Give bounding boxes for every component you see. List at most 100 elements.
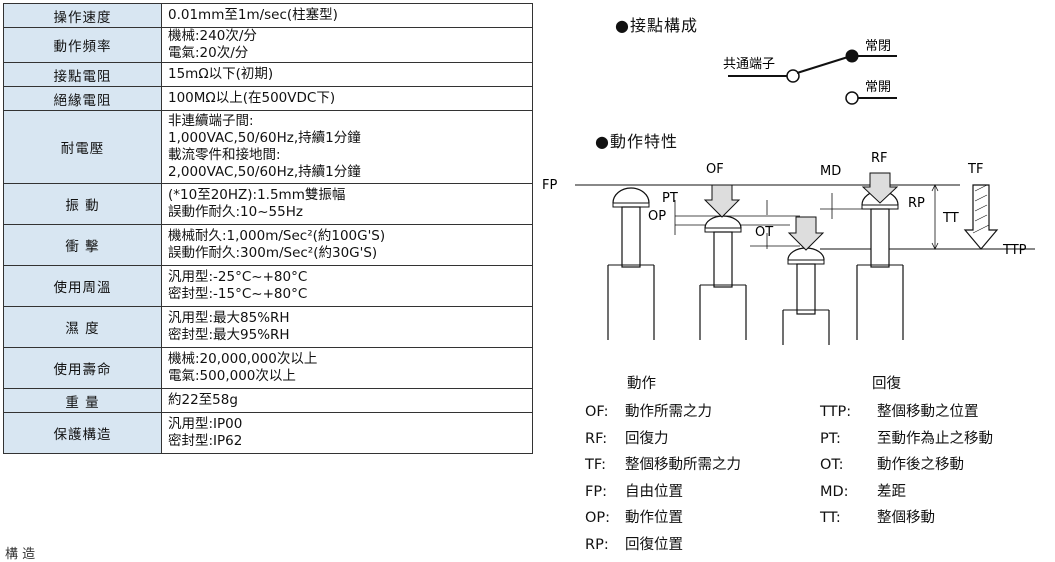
legend-desc: 整個移動所需之力	[625, 457, 741, 473]
spec-row: 衝 擊機械耐久:1,000m/Sec²(約100G'S)誤動作耐久:300m/S…	[3, 224, 533, 266]
spec-value: 100MΩ以上(在500VDC下)	[161, 86, 533, 111]
tt-label: TT	[942, 211, 959, 226]
spec-value-line: 1,000VAC,50/60Hz,持續1分鐘	[168, 130, 361, 146]
spec-value-line: 汎用型:-25°C~+80°C	[168, 269, 308, 285]
spec-value: 15mΩ以下(初期)	[161, 62, 533, 87]
spec-value: (*10至20HZ):1.5mm雙振幅誤動作耐久:10~55Hz	[161, 183, 533, 225]
footer-fragment: 構 造	[5, 547, 36, 562]
spec-row: 耐電壓非連續端子間:1,000VAC,50/60Hz,持續1分鐘載流零件和接地間…	[3, 110, 533, 184]
legend-item: RF:回復力	[585, 427, 669, 448]
pt-label: PT	[662, 191, 678, 206]
spec-label: 操作速度	[3, 3, 162, 28]
legend-desc: 回復力	[625, 430, 669, 447]
common-terminal-label: 共通端子	[723, 57, 775, 72]
spec-value-line: 機械:20,000,000次以上	[168, 351, 318, 367]
rp-label: RP	[908, 196, 925, 211]
legend-desc: 自由位置	[625, 483, 683, 500]
spec-value: 機械:20,000,000次以上電氣:500,000次以上	[161, 347, 533, 389]
legend-desc: 整個移動之位置	[877, 404, 979, 420]
spec-value-line: 15mΩ以下(初期)	[168, 66, 274, 82]
spec-value-line: 汎用型:最大85%RH	[168, 310, 290, 326]
legend-item: FP: 自由位置	[585, 480, 683, 501]
legend-left-title: 動作	[627, 376, 656, 392]
spec-row: 使用壽命機械:20,000,000次以上電氣:500,000次以上	[3, 347, 533, 389]
spec-value-line: 電氣:500,000次以上	[168, 368, 296, 384]
spec-label: 振 動	[3, 183, 162, 225]
legend-item: OF: 動作所需之力	[585, 400, 712, 421]
spec-label: 動作頻率	[3, 27, 162, 63]
legend-abbr: OT:	[820, 457, 844, 473]
spec-label: 保護構造	[3, 412, 162, 454]
no-label: 常開	[865, 80, 891, 95]
legend-abbr: MD:	[820, 483, 849, 500]
spec-label: 耐電壓	[3, 110, 162, 184]
legend-item: TT:整個移動	[820, 506, 935, 527]
ttp-label: TTP	[1002, 243, 1027, 258]
spec-label: 絕緣電阻	[3, 86, 162, 111]
characteristics-diagram: FP PT OP OF OT MD RF RP TF TT TTP	[542, 151, 1035, 345]
spec-value: 0.01mm至1m/sec(柱塞型)	[161, 3, 533, 28]
spec-value-line: 誤動作耐久:300m/Sec²(約30G'S)	[168, 245, 378, 261]
legend-item: TTP: 整個移動之位置	[820, 400, 979, 421]
legend-desc: 動作所需之力	[625, 404, 712, 420]
spec-label: 接點電阻	[3, 62, 162, 87]
legend-abbr: TT:	[820, 510, 841, 526]
spec-label: 濕 度	[3, 306, 162, 348]
spec-row: 絕緣電阻 100MΩ以上(在500VDC下)	[3, 86, 533, 111]
legend-item: OP:動作位置	[585, 506, 683, 527]
md-label: MD	[820, 164, 841, 179]
spec-value-line: 約22至58g	[168, 392, 238, 408]
of-label: OF	[706, 162, 724, 177]
legend-abbr: OP:	[585, 510, 611, 526]
op-label: OP	[648, 209, 666, 224]
spec-value-line: 誤動作耐久:10~55Hz	[168, 204, 303, 220]
spec-row: 動作頻率機械:240次/分電氣:20次/分	[3, 27, 533, 63]
spec-value-line: 載流零件和接地間:	[168, 147, 281, 163]
spec-row: 振 動(*10至20HZ):1.5mm雙振幅誤動作耐久:10~55Hz	[3, 183, 533, 225]
legend-item: OT: 動作後之移動	[820, 453, 964, 474]
legend-desc: 回復位置	[625, 536, 683, 553]
characteristics-heading: ●動作特性	[595, 132, 678, 151]
legend-item: PT:至動作為止之移動	[820, 427, 993, 448]
spec-value: 機械耐久:1,000m/Sec²(約100G'S)誤動作耐久:300m/Sec²…	[161, 224, 533, 266]
spec-label: 使用壽命	[3, 347, 162, 389]
spec-row: 重 量約22至58g	[3, 388, 533, 413]
spec-value-line: 2,000VAC,50/60Hz,持續1分鐘	[168, 164, 361, 180]
contact-diagram: 共通端子 常閉 常開	[723, 39, 897, 105]
legend-abbr: TTP:	[820, 404, 852, 420]
legend-item: RP:回復位置	[585, 533, 683, 554]
rf-label: RF	[871, 151, 888, 166]
legend-abbr: TF:	[585, 457, 606, 473]
spec-value-line: 密封型:-15°C~+80°C	[168, 286, 308, 302]
legend-desc: 差距	[877, 483, 906, 500]
spec-value-line: 機械:240次/分	[168, 28, 257, 44]
legend-item: TF: 整個移動所需之力	[585, 453, 741, 474]
nc-label: 常閉	[865, 39, 891, 54]
spec-value-line: 電氣:20次/分	[168, 45, 249, 61]
spec-label: 衝 擊	[3, 224, 162, 266]
tf-label: TF	[967, 162, 983, 177]
legend-desc: 動作後之移動	[877, 457, 964, 473]
spec-value-line: 汎用型:IP00	[168, 416, 243, 432]
spec-value-line: 100MΩ以上(在500VDC下)	[168, 90, 336, 106]
spec-label: 重 量	[3, 388, 162, 413]
legend-abbr: FP:	[585, 483, 607, 500]
spec-row: 接點電阻 15mΩ以下(初期)	[3, 62, 533, 87]
spec-value: 非連續端子間:1,000VAC,50/60Hz,持續1分鐘載流零件和接地間:2,…	[161, 110, 533, 184]
spec-value-line: 密封型:最大95%RH	[168, 327, 290, 343]
legend-desc: 至動作為止之移動	[877, 430, 993, 447]
ot-label: OT	[755, 225, 773, 240]
legend-right-title: 回復	[872, 376, 901, 392]
legend-abbr: OF:	[585, 404, 609, 420]
spec-value-line: 密封型:IP62	[168, 433, 243, 449]
fp-label: FP	[542, 178, 557, 193]
spec-value-line: (*10至20HZ):1.5mm雙振幅	[168, 187, 346, 203]
